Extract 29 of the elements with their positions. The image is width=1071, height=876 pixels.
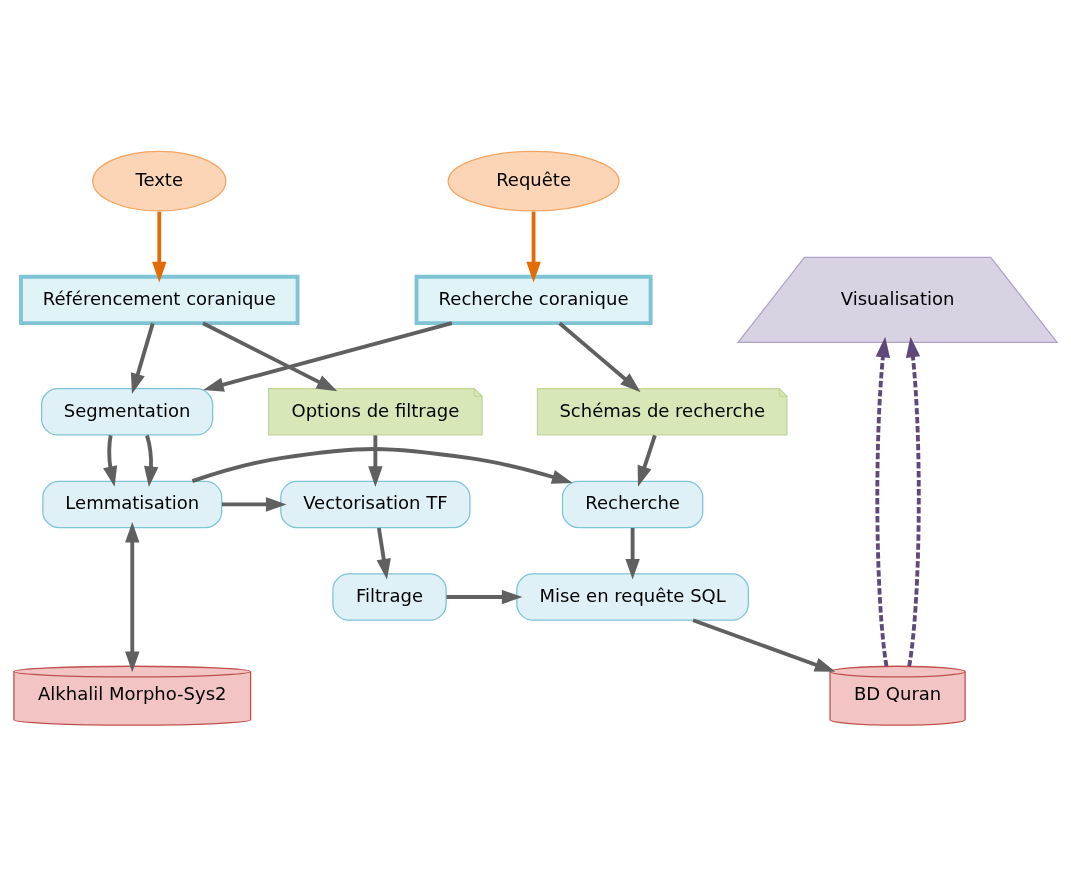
arrow: [376, 527, 391, 580]
arrow: [222, 497, 287, 512]
arrow: [125, 521, 140, 673]
arrow: [905, 336, 921, 667]
arrow: [130, 322, 155, 395]
node-box: Lemmatisation: [42, 480, 223, 529]
node-box: Segmentation: [40, 388, 214, 436]
arrow: [875, 336, 891, 667]
arrow: [625, 527, 640, 580]
arrow: [152, 211, 167, 283]
arrow: [103, 435, 118, 487]
node-ellipse: Texte: [92, 150, 227, 212]
arrow: [144, 434, 159, 487]
arrow: [368, 435, 383, 487]
arrow: [526, 211, 541, 283]
arrow: [202, 321, 338, 392]
node-box: Mise en requête SQL: [516, 573, 749, 621]
arrow: [203, 321, 453, 392]
arrow: [637, 434, 657, 487]
node-box: Référencement coranique: [19, 274, 300, 325]
arrow: [692, 618, 836, 672]
node-box: Vectorisation TF: [280, 480, 471, 529]
arrow: [446, 589, 523, 605]
node-box: Recherche: [561, 480, 704, 529]
node-box: Filtrage: [332, 573, 447, 621]
node-ellipse: Requête: [447, 150, 620, 212]
arrow: [191, 447, 573, 484]
node-box: Recherche coranique: [414, 274, 653, 325]
arrow: [558, 321, 641, 393]
